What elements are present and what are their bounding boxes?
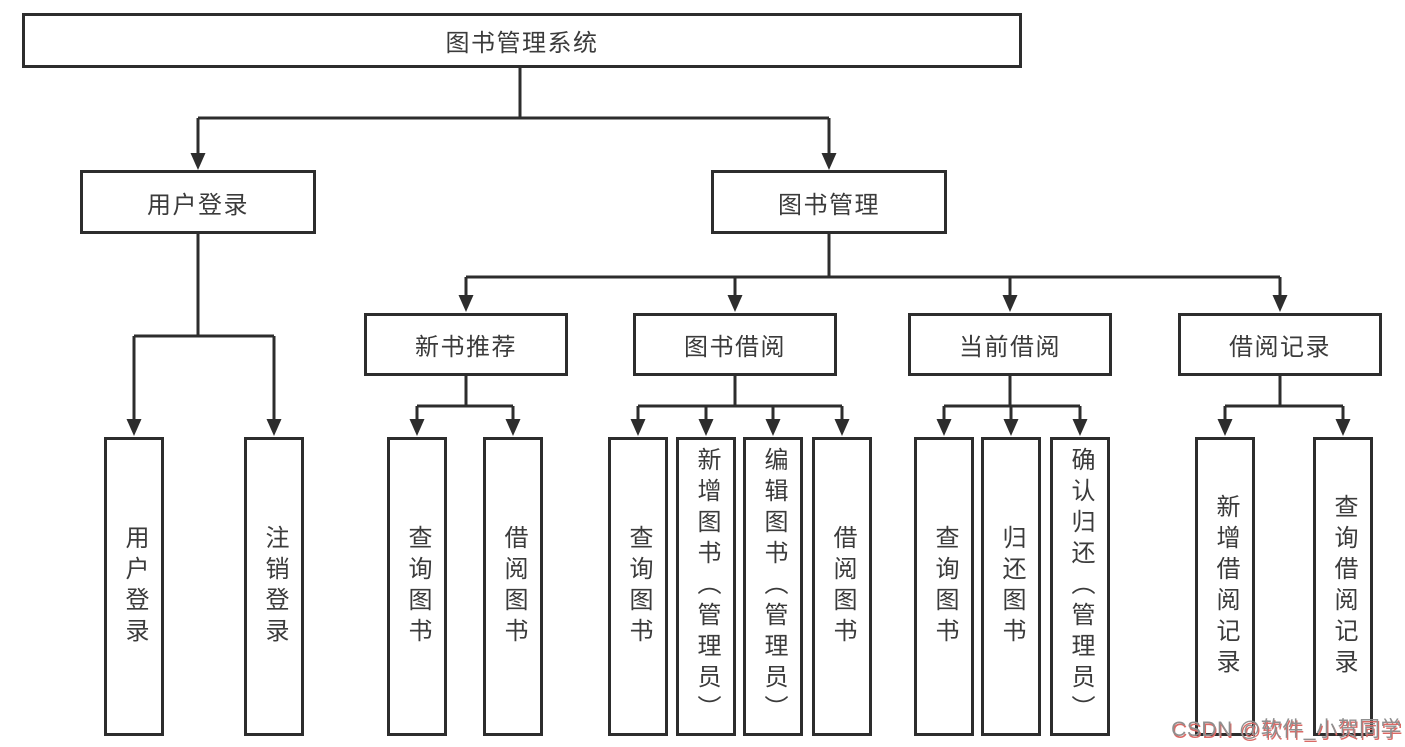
node-borrowing-records: 借阅记录 <box>1178 313 1382 376</box>
node-current-borrowing: 当前借阅 <box>908 313 1112 376</box>
arrowhead <box>1272 295 1288 312</box>
leaf-query-books-borrowing: 查询图书 <box>608 437 668 736</box>
node-label: 借阅图书 <box>829 524 856 649</box>
leaf-user-login: 用户登录 <box>104 437 164 736</box>
leaf-borrow-books-recommend: 借阅图书 <box>483 437 543 736</box>
node-label: 新增图书（管理员） <box>693 447 720 726</box>
leaf-add-books-admin: 新增图书（管理员） <box>676 437 736 736</box>
node-label: 注销登录 <box>261 524 288 649</box>
leaf-edit-books-admin: 编辑图书（管理员） <box>743 437 803 736</box>
node-label: 查询图书 <box>931 524 958 649</box>
arrowhead <box>126 419 142 436</box>
connector-current-borrow-children <box>936 376 1088 436</box>
arrowhead <box>266 419 282 436</box>
node-label: 新书推荐 <box>415 334 517 361</box>
node-label: 借阅记录 <box>1229 334 1331 361</box>
node-label: 新增借阅记录 <box>1212 493 1239 680</box>
node-label: 图书管理系统 <box>445 30 599 57</box>
node-user-login: 用户登录 <box>80 170 316 234</box>
connector-new-book-children <box>409 376 521 436</box>
connector-user-login-children <box>126 234 282 436</box>
leaf-query-borrow-record: 查询借阅记录 <box>1313 437 1373 736</box>
node-label: 查询借阅记录 <box>1330 493 1357 680</box>
node-label: 当前借阅 <box>959 334 1061 361</box>
arrowhead <box>1002 295 1018 312</box>
arrowhead <box>765 419 781 436</box>
arrowhead <box>1217 419 1233 436</box>
node-label: 借阅图书 <box>500 524 527 649</box>
arrowhead <box>1072 419 1088 436</box>
node-label: 用户登录 <box>147 191 249 219</box>
connector-book-borrow-children <box>630 376 850 436</box>
node-label: 图书管理 <box>778 191 880 219</box>
node-book-borrowing: 图书借阅 <box>633 313 837 376</box>
leaf-confirm-return-admin: 确认归还（管理员） <box>1050 437 1110 736</box>
leaf-add-borrow-record: 新增借阅记录 <box>1195 437 1255 736</box>
arrowhead <box>936 419 952 436</box>
arrowhead <box>821 153 837 170</box>
arrowhead <box>190 153 206 170</box>
arrowhead <box>834 419 850 436</box>
node-label: 编辑图书（管理员） <box>760 447 787 726</box>
connector-root-to-level2 <box>190 68 837 170</box>
connector-book-management-children <box>458 234 1288 312</box>
node-label: 查询图书 <box>625 524 652 649</box>
connector-borrow-records-children <box>1217 376 1351 436</box>
node-library-management-system: 图书管理系统 <box>22 13 1022 68</box>
node-label: 归还图书 <box>998 524 1025 649</box>
arrowhead <box>727 295 743 312</box>
node-label: 用户登录 <box>121 524 148 649</box>
leaf-return-books: 归还图书 <box>981 437 1041 736</box>
node-book-management: 图书管理 <box>711 170 947 234</box>
node-label: 确认归还（管理员） <box>1067 447 1094 726</box>
arrowhead <box>698 419 714 436</box>
arrowhead <box>505 419 521 436</box>
watermark: CSDN @软件_小贺同学 <box>1171 718 1402 741</box>
node-label: 查询图书 <box>404 524 431 649</box>
leaf-query-books-current: 查询图书 <box>914 437 974 736</box>
leaf-query-books-recommend: 查询图书 <box>387 437 447 736</box>
arrowhead <box>458 295 474 312</box>
arrowhead <box>1003 419 1019 436</box>
node-label: 图书借阅 <box>684 334 786 361</box>
leaf-borrow-books-borrowing: 借阅图书 <box>812 437 872 736</box>
leaf-logout: 注销登录 <box>244 437 304 736</box>
arrowhead <box>1335 419 1351 436</box>
node-new-book-recommendation: 新书推荐 <box>364 313 568 376</box>
arrowhead <box>630 419 646 436</box>
arrowhead <box>409 419 425 436</box>
